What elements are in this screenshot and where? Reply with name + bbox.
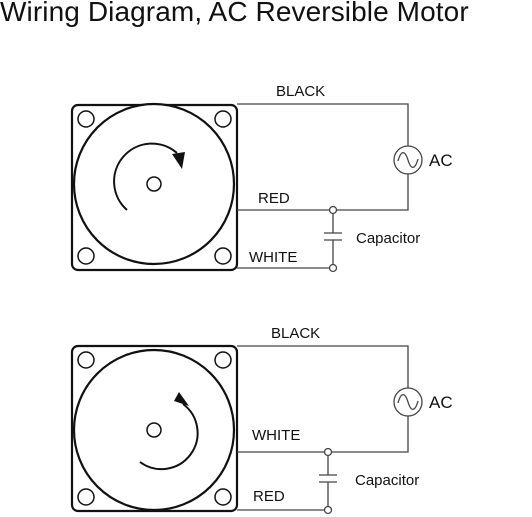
- counterclockwise-arrow-icon: [174, 392, 189, 406]
- ac-label: AC: [429, 151, 453, 170]
- clockwise-arrow-icon: [172, 152, 185, 169]
- motor-2-shaft: [146, 422, 162, 438]
- diagram-title: Wiring Diagram, AC Reversible Motor: [0, 0, 469, 27]
- motor-1-mount-hole-bl: [77, 247, 95, 265]
- motor-1-mount-hole-br: [214, 247, 232, 265]
- ac-label: AC: [429, 393, 453, 412]
- sine-wave-icon: [397, 151, 419, 169]
- motor-1-rotation-arc: [113, 142, 178, 211]
- motor-2: [70, 344, 239, 513]
- motor-1-shaft: [146, 176, 162, 192]
- capacitor-label: Capacitor: [356, 230, 420, 247]
- wire-label-white: WHITE: [249, 249, 297, 266]
- motor-1-mount-hole-tl: [77, 110, 95, 128]
- diagram-1: BLACK RED WHITE AC Capacitor: [70, 83, 453, 273]
- terminal-node: [328, 263, 338, 273]
- motor-1: [70, 102, 239, 272]
- sine-wave-icon: [397, 393, 419, 411]
- motor-2-mount-hole-bl: [77, 488, 95, 506]
- wire-label-red: RED: [253, 488, 285, 505]
- capacitor-label: Capacitor: [355, 472, 419, 489]
- terminal-node: [323, 505, 333, 515]
- terminal-node: [328, 205, 338, 215]
- motor-2-mount-hole-br: [214, 488, 232, 506]
- motor-2-rotation-arc: [139, 403, 199, 471]
- wire-label-black: BLACK: [271, 325, 320, 342]
- motor-2-mount-hole-tr: [214, 351, 232, 369]
- diagram-1-wiring: [237, 103, 423, 273]
- diagram-2-wiring: [237, 345, 423, 515]
- wire-label-red: RED: [258, 190, 290, 207]
- wire-label-white: WHITE: [252, 427, 300, 444]
- diagram-2: BLACK WHITE RED AC Capacitor: [70, 325, 453, 515]
- motor-1-mount-hole-tr: [214, 110, 232, 128]
- motor-2-mount-hole-tl: [77, 351, 95, 369]
- terminal-node: [323, 447, 333, 457]
- wire-label-black: BLACK: [276, 83, 325, 100]
